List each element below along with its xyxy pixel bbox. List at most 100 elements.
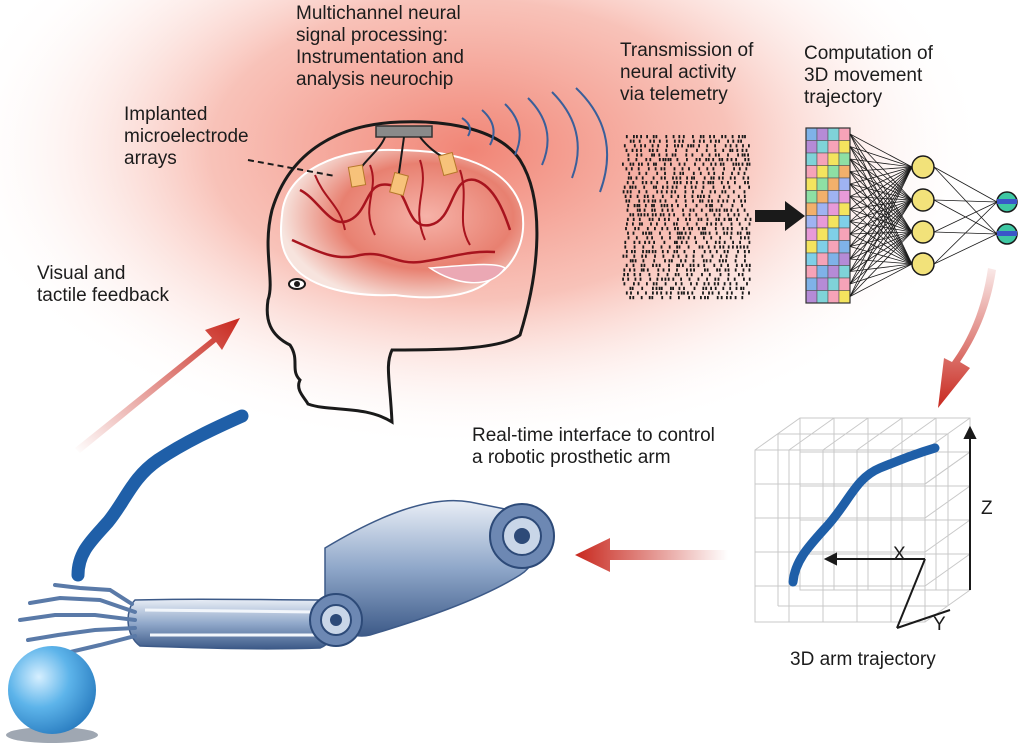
spike-tick — [697, 194, 699, 198]
spike-tick — [722, 162, 725, 166]
spike-tick — [731, 204, 734, 208]
connection-line — [849, 166, 913, 210]
spike-tick — [666, 185, 669, 189]
spike-tick — [663, 240, 666, 244]
spike-tick — [738, 167, 741, 171]
spike-tick — [651, 236, 653, 240]
spike-tick — [710, 162, 713, 166]
spike-tick — [691, 227, 693, 231]
spike-tick — [673, 222, 675, 226]
spike-tick — [654, 254, 656, 258]
spike-tick — [629, 259, 632, 263]
spike-tick — [658, 217, 660, 221]
spike-tick — [645, 158, 648, 162]
spike-tick — [726, 296, 728, 300]
spike-tick — [733, 199, 735, 203]
spike-tick — [709, 135, 711, 139]
control-arrow — [575, 538, 728, 572]
spike-tick — [643, 263, 646, 267]
spike-tick — [723, 250, 726, 254]
spike-tick — [692, 135, 694, 139]
spike-tick — [666, 208, 669, 212]
spike-tick — [625, 250, 628, 254]
spike-tick — [690, 185, 693, 189]
spike-tick — [742, 144, 744, 148]
grid-cell — [805, 265, 818, 279]
spike-tick — [748, 231, 751, 235]
spike-tick — [627, 231, 629, 235]
spike-tick — [677, 217, 679, 221]
spike-tick — [686, 222, 689, 226]
spike-tick — [626, 181, 629, 185]
label-line: trajectory — [804, 87, 883, 108]
spike-tick — [645, 171, 648, 175]
spike-tick — [717, 277, 720, 281]
spike-tick — [723, 231, 726, 235]
spike-tick — [714, 153, 717, 157]
spike-tick — [743, 250, 746, 254]
spike-tick — [719, 245, 721, 249]
grid-cell — [805, 165, 818, 179]
spike-tick — [701, 153, 704, 157]
spike-tick — [730, 208, 733, 212]
spike-tick — [699, 194, 702, 198]
spike-tick — [744, 217, 747, 221]
spike-tick — [627, 273, 629, 277]
trajectory-axes — [823, 425, 977, 629]
spike-tick — [683, 162, 686, 166]
spike-tick — [738, 135, 740, 139]
spike-tick — [677, 204, 679, 208]
spike-tick — [629, 162, 632, 166]
spike-tick — [645, 250, 648, 254]
spike-tick — [633, 144, 636, 148]
spike-tick — [687, 144, 690, 148]
spike-tick — [633, 250, 636, 254]
spike-tick — [692, 139, 695, 143]
spike-tick — [651, 217, 654, 221]
spike-tick — [740, 199, 743, 203]
spike-tick — [701, 199, 704, 203]
spike-tick — [718, 217, 720, 221]
spike-tick — [689, 208, 692, 212]
spike-tick — [673, 167, 676, 171]
spike-tick — [732, 162, 735, 166]
spike-tick — [628, 171, 631, 175]
spike-tick — [749, 217, 752, 221]
spike-tick — [676, 158, 679, 162]
spike-tick — [668, 245, 671, 249]
spike-tick — [714, 148, 717, 152]
spike-tick — [727, 139, 729, 143]
spike-tick — [633, 268, 636, 272]
spike-tick — [679, 181, 682, 185]
spike-tick — [638, 139, 641, 143]
spike-tick — [639, 273, 642, 277]
grid-cell — [816, 127, 829, 141]
spike-tick — [693, 286, 696, 290]
spike-tick — [736, 245, 738, 249]
spike-tick — [633, 204, 636, 208]
spike-tick — [668, 259, 671, 263]
spike-tick — [640, 153, 643, 157]
spike-tick — [648, 250, 651, 254]
spike-tick — [634, 277, 637, 281]
spike-tick — [642, 268, 645, 272]
spike-tick — [631, 148, 634, 152]
grid-cell — [838, 190, 851, 204]
spike-tick — [625, 263, 628, 267]
spike-tick — [720, 263, 723, 267]
spike-tick — [623, 185, 626, 189]
grid-cell — [805, 152, 818, 166]
spike-tick — [655, 162, 657, 166]
spike-tick — [719, 162, 722, 166]
spike-tick — [648, 231, 651, 235]
connection-line — [849, 166, 913, 260]
grid-cell — [816, 240, 829, 254]
spike-tick — [625, 135, 628, 139]
spike-tick — [709, 250, 712, 254]
spike-tick — [690, 273, 693, 277]
spike-tick — [635, 148, 638, 152]
spike-tick — [634, 259, 637, 263]
spike-tick — [632, 162, 635, 166]
spike-tick — [670, 190, 673, 194]
spike-tick — [706, 222, 708, 226]
